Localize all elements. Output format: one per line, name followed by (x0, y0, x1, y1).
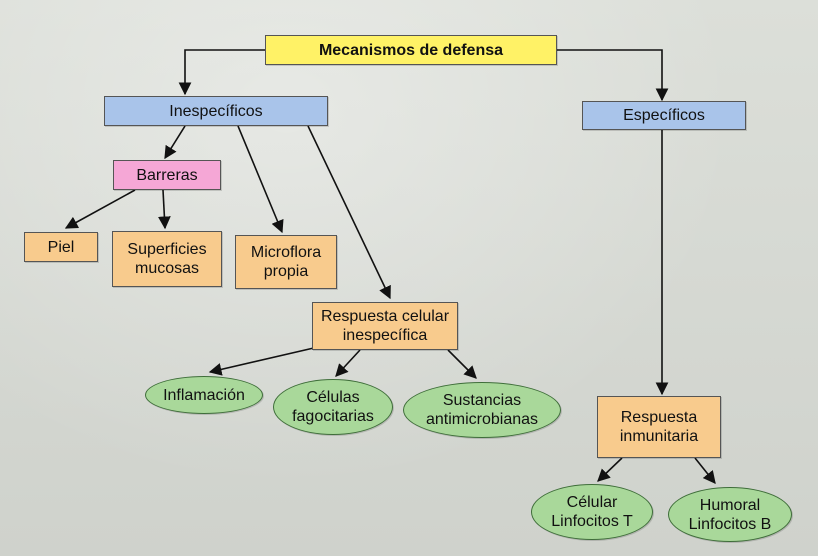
node-piel: Piel (24, 232, 98, 262)
edge-barreras-piel (64, 189, 136, 229)
node-celulas-fagocitarias: Células fagocitarias (273, 379, 393, 435)
node-barreras: Barreras (113, 160, 221, 190)
edge-root-inespecificos (178, 49, 265, 96)
node-mecanismos-de-defensa: Mecanismos de defensa (265, 35, 557, 65)
edge-inespecificos-respuesta-celular (307, 125, 391, 300)
node-humoral-label: Humoral Linfocitos B (688, 496, 772, 533)
node-inflamacion: Inflamación (145, 376, 263, 414)
node-respuesta-inmunitaria-label: Respuesta inmunitaria (619, 409, 699, 445)
node-sustancias-label: Sustancias antimicrobianas (425, 392, 539, 428)
node-piel-label: Piel (47, 238, 75, 256)
node-mecanismos-label: Mecanismos de defensa (318, 41, 504, 59)
node-celulas-label: Células fagocitarias (292, 389, 374, 425)
node-inflamacion-label: Inflamación (163, 386, 245, 404)
node-microflora-propia: Microflora propia (235, 235, 337, 289)
node-humoral-linfocitos-b: Humoral Linfocitos B (668, 487, 792, 542)
node-inespecificos-label: Inespecíficos (169, 102, 263, 120)
edge-respuesta-inflamacion (208, 346, 319, 376)
node-inespecificos: Inespecíficos (104, 96, 328, 126)
node-especificos: Específicos (582, 101, 746, 130)
node-superficies-label: Superficies mucosas (127, 241, 207, 277)
node-respuesta-inmunitaria: Respuesta inmunitaria (597, 396, 721, 458)
edge-inmunitaria-celular (597, 457, 623, 482)
edge-barreras-superficies (158, 189, 171, 230)
node-celular-linfocitos-t: Célular Linfocitos T (531, 484, 653, 540)
node-superficies-mucosas: Superficies mucosas (112, 231, 222, 287)
node-sustancias-antimicrobianas: Sustancias antimicrobianas (403, 382, 561, 438)
edge-inespecificos-microflora (237, 125, 284, 234)
edge-root-especificos (557, 49, 669, 102)
edge-inmunitaria-humoral (694, 457, 716, 484)
edge-respuesta-sustancias (447, 349, 477, 379)
node-barreras-label: Barreras (136, 166, 198, 184)
node-respuesta-celular-label: Respuesta celular inespecífica (320, 308, 450, 344)
node-especificos-label: Específicos (623, 107, 705, 124)
edge-respuesta-celulas (335, 349, 361, 377)
node-microflora-label: Microflora propia (250, 244, 322, 280)
node-respuesta-celular-inespecifica: Respuesta celular inespecífica (312, 302, 458, 350)
node-celular-label: Célular Linfocitos T (551, 494, 633, 530)
edge-inespecificos-barreras (164, 125, 186, 160)
